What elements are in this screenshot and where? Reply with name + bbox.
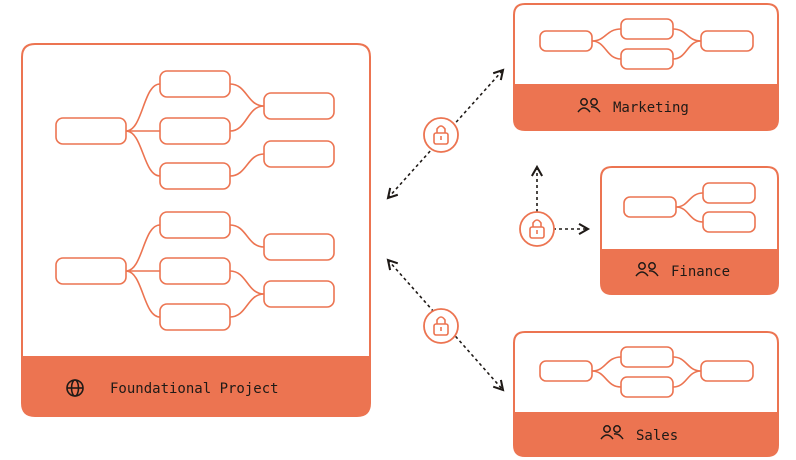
marketing-label: Marketing [613, 100, 689, 116]
workflow-tree-lower [55, 211, 335, 331]
marketing-card[interactable]: Marketing [513, 3, 779, 131]
finance-label: Finance [671, 264, 730, 280]
marketing-workflow [539, 18, 754, 70]
foundational-project-card[interactable]: Foundational Project [21, 43, 371, 417]
users-icon [600, 425, 624, 440]
users-icon [577, 98, 601, 113]
finance-card[interactable]: Finance [600, 166, 779, 295]
foundational-project-label: Foundational Project [110, 381, 279, 397]
lock-icon [519, 211, 555, 247]
sales-workflow [539, 346, 754, 398]
sales-card[interactable]: Sales [513, 331, 779, 457]
workflow-tree-upper [55, 70, 335, 190]
sales-label: Sales [636, 428, 678, 444]
lock-icon [423, 308, 459, 344]
lock-icon [423, 117, 459, 153]
users-icon [635, 262, 659, 277]
finance-workflow [623, 182, 756, 233]
globe-icon [66, 379, 84, 397]
